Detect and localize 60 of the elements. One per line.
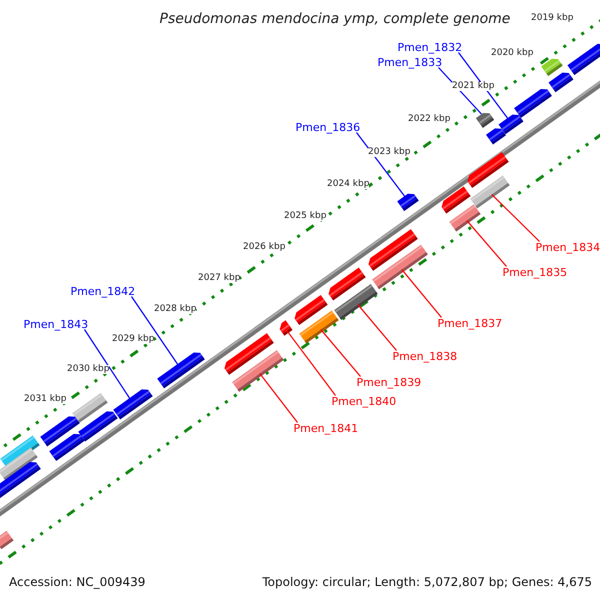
gene-bar: [299, 310, 339, 344]
gene-label: Pmen_1838: [392, 350, 458, 362]
gene-bar: [280, 320, 293, 336]
gene-bar: [334, 284, 378, 320]
gene-label: Pmen_1839: [356, 376, 422, 388]
gene-label: Pmen_1836: [296, 122, 360, 132]
scale-label: 2027 kbp: [198, 274, 240, 282]
gene-label: Pmen_1837: [438, 318, 502, 328]
scale-label: 2021 kbp: [452, 82, 494, 90]
scale-label: 2031 kbp: [24, 394, 66, 404]
scale-label: 2019 kbp: [531, 14, 574, 22]
genome-title: Pseudomonas mendocina ymp, complete genome: [160, 12, 510, 26]
gene-label: Pmen_1843: [24, 318, 88, 330]
gene-bar: [232, 350, 284, 392]
gene-bar: [541, 58, 563, 76]
scale-label: 2029 kbp: [112, 334, 154, 344]
gene-label: Pmen_1833: [378, 56, 442, 68]
gene-label: Pmen_1842: [70, 286, 136, 296]
gene-bar: [476, 112, 494, 128]
leader-line: [286, 330, 336, 396]
scale-label: 2023 kbp: [368, 148, 410, 156]
gene-bar: [486, 128, 506, 145]
scale-label: 2022 kbp: [408, 114, 450, 124]
scale-label: 2025 kbp: [284, 212, 326, 220]
gene-label: Pmen_1835: [502, 266, 568, 278]
gene-label: Pmen_1841: [294, 422, 358, 434]
gene-bar: [113, 389, 153, 420]
gene-bar: [49, 434, 85, 462]
gene-bar: [470, 176, 510, 208]
gene-bar: [514, 88, 552, 118]
scale-label: 2028 kbp: [154, 304, 196, 314]
gene-label: Pmen_1834: [536, 242, 600, 252]
accession-label: Accession: NC_009439: [9, 576, 146, 588]
leader-line: [466, 220, 507, 267]
gene-label: Pmen_1832: [398, 42, 462, 52]
scale-label: 2024 kbp: [327, 180, 370, 188]
gene-bar: [78, 411, 118, 442]
leader-line: [259, 373, 298, 423]
leader-line: [131, 296, 178, 364]
gene-bar: [442, 186, 471, 214]
gene-bar: [567, 44, 600, 76]
leader-line: [356, 132, 405, 196]
gene-bar: [397, 194, 419, 212]
leader-line: [401, 269, 442, 318]
leader-line: [491, 194, 540, 242]
gene-bar: [498, 114, 524, 134]
gene-bar: [0, 462, 41, 501]
scale-label: 2026 kbp: [243, 242, 286, 252]
genome-summary: Topology: circular; Length: 5,072,807 bp; Genes: 4,675: [262, 576, 592, 588]
gene-bar: [449, 204, 481, 232]
gene-bar: [372, 244, 428, 290]
gene-bar: [0, 530, 14, 550]
leader-line: [84, 329, 130, 398]
scale-label: 2030 kbp: [67, 364, 110, 374]
gene-bar: [548, 72, 574, 92]
scale-label: 2020 kbp: [491, 48, 534, 58]
gene-label: Pmen_1840: [332, 396, 396, 406]
leader-line: [320, 329, 361, 377]
gene-bar: [157, 352, 205, 388]
leader-line: [357, 304, 397, 351]
